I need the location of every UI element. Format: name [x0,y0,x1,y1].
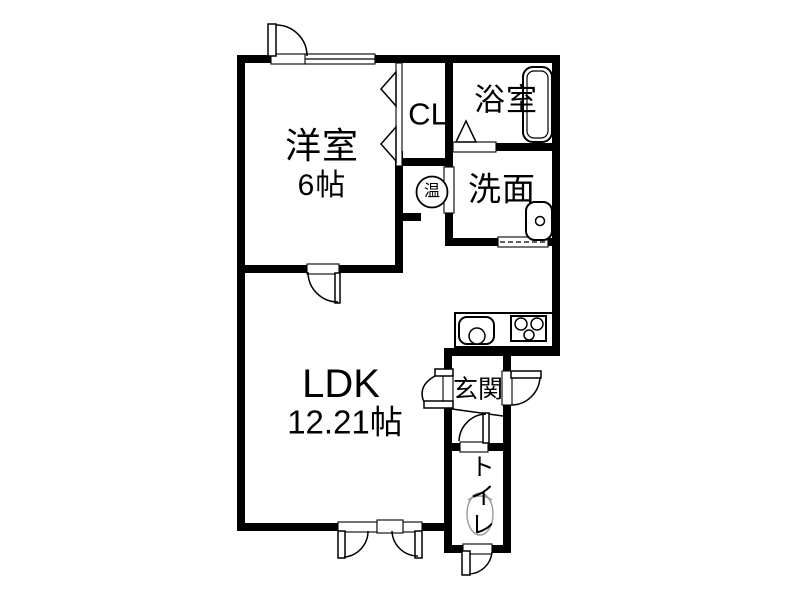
window-lines [305,58,546,243]
door-leaf-entrance-ldk-upper [434,368,454,377]
door-leaf-toilet-bottom [461,550,471,576]
toilet-tank-line [467,495,493,501]
door-leaf-toilet [482,412,490,444]
wall-mid-lower [445,213,453,246]
bathroom-door-triangle [454,119,478,143]
wall-left-exterior [237,55,245,531]
closet-folding-door [379,62,403,167]
door-arc-westernroom-ldk [307,271,339,303]
water-heater-icon [415,175,449,209]
door-leaf-ldk-bottom-left [337,530,346,559]
wall-bathroom-bottom [496,143,560,151]
label-toilet: トイレ [466,453,495,541]
label-closet: CL [408,96,448,132]
wall-entrance-left [444,356,452,553]
door-leaf-entrance [510,370,542,379]
door-leaf-entrance-ldk-lower [423,400,454,409]
opening-entrance-door [501,370,513,406]
door-arc-ldk-bottom-right [391,530,419,557]
opening-entrance-toilet [459,441,489,453]
label-ldk: LDK [302,362,380,406]
fixtures [415,66,554,348]
stove-burner-2-icon [530,317,544,331]
door-leaf-ldk-bottom-right [414,530,423,559]
door-arc-entrance [510,376,541,406]
opening-westernroom-ldk [306,263,340,275]
label-water-heater: 温 [423,183,441,200]
wall-waterheater-bottom [395,213,421,221]
wall-kitchen-bottom [444,348,560,356]
label-western-room: 洋室 [284,125,360,166]
door-arc-westernroom-top [275,24,308,57]
washbasin-drain-icon [534,215,546,227]
openings [270,53,549,555]
wall-mid-upper [445,55,453,167]
opening-bathroom-door [452,141,497,153]
door-arc-toilet-bottom [468,551,493,575]
wall-westernroom-right [395,151,403,273]
wall-right-exterior [552,55,560,356]
closet-door-track [395,62,403,167]
toilet-bowl-ellipse [466,492,494,536]
door-arc-ldk-bottom-left [343,530,369,558]
window-washroom-bottom [497,236,549,248]
door-arc-entrance-ldk [421,375,436,403]
stove-burner-3-icon [523,329,535,341]
wall-closet-bottom [399,158,453,166]
stove-burner-1-icon [514,317,528,331]
entrance-step-line [451,408,504,417]
toilet-bowl-icon [466,492,494,536]
door-leaf-westernroom-ldk [334,272,341,304]
door-arc-toilet [458,413,487,442]
bathtub-inner-icon [526,70,549,139]
kitchen-sink-drain-icon [468,327,486,345]
doors [267,23,542,576]
opening-toilet-bottom [462,543,493,555]
closet-fold-triangle-bottom [379,125,397,163]
door-leaf-westernroom-top [267,23,277,57]
label-ldk-size: 12.21帖 [287,403,403,441]
label-washroom: 洗面 [468,170,536,208]
label-western-room-size: 6帖 [297,169,347,202]
mullion-ldk-bottom [376,519,404,534]
label-bathroom: 浴室 [474,82,538,118]
wall-top-exterior [237,55,560,63]
closet-fold-triangle-top [379,70,397,108]
label-entrance: 玄関 [452,375,504,404]
